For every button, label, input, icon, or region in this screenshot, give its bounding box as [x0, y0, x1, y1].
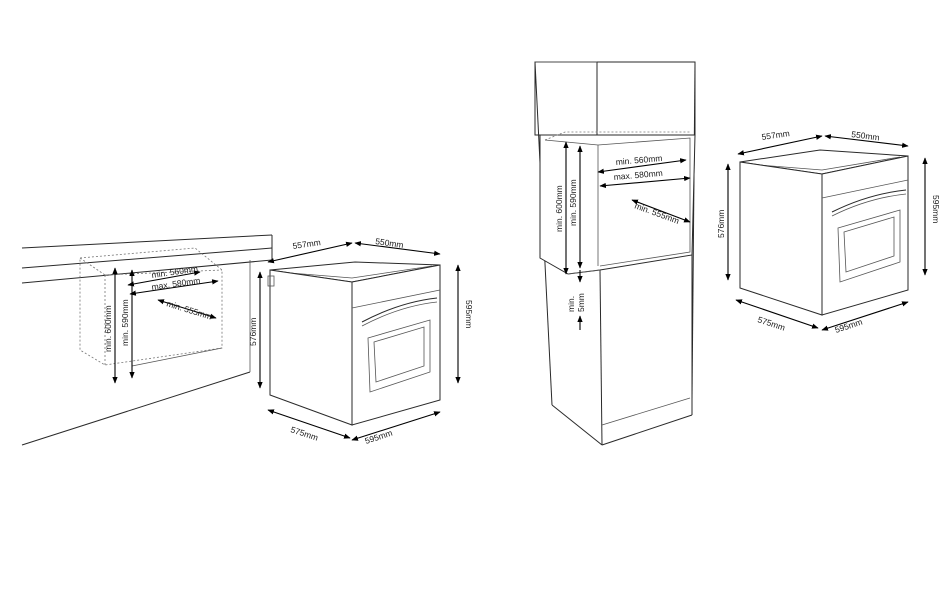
oven-right-top-depth-label: 557mm	[761, 128, 790, 142]
tall-min-height-590-label: min. 590mm	[568, 179, 578, 226]
undercounter-min-height-590-label: min. 590mm	[120, 299, 130, 346]
oven-right-base-width-label: 595mm	[834, 317, 864, 335]
oven-left-front-height-label: 595mm	[464, 300, 474, 328]
undercounter-min-depth-label: min. 555mm	[165, 298, 213, 321]
tall-min-gap-label-line2: 5mm	[576, 293, 586, 312]
oven-right-base-depth-label: 575mm	[756, 314, 786, 332]
oven-right-dimensions: 557mm 550mm 576mm 595mm 575mm 595mm	[716, 128, 941, 335]
undercounter-cabinet	[21, 234, 273, 446]
oven-right-height-label: 576mm	[716, 210, 726, 238]
tall-max-width-label: max. 580mm	[613, 168, 663, 182]
oven-left-base-width-label: 595mm	[364, 428, 394, 446]
tall-min-height-600-label: min. 600mm	[554, 185, 564, 232]
undercounter-min-height-600-label: min. 600mm	[103, 305, 113, 352]
undercounter-dimensions: min. 560mm max. 580mm min. 555mm min. 60…	[103, 264, 219, 384]
oven-left-top-width-label: 550mm	[375, 236, 404, 250]
tall-min-gap-label-line1: min.	[566, 296, 576, 312]
oven-left-top-depth-label: 557mm	[292, 237, 321, 251]
tall-unit	[534, 61, 696, 446]
oven-right	[739, 149, 909, 316]
oven-right-front-height-label: 595mm	[931, 195, 941, 223]
oven-left-base-depth-label: 575mm	[289, 424, 319, 442]
tall-min-width-label: min. 560mm	[615, 153, 662, 167]
oven-left-height-label: 576mm	[248, 318, 258, 346]
oven-right-top-width-label: 550mm	[851, 129, 880, 142]
oven-left	[267, 261, 441, 426]
